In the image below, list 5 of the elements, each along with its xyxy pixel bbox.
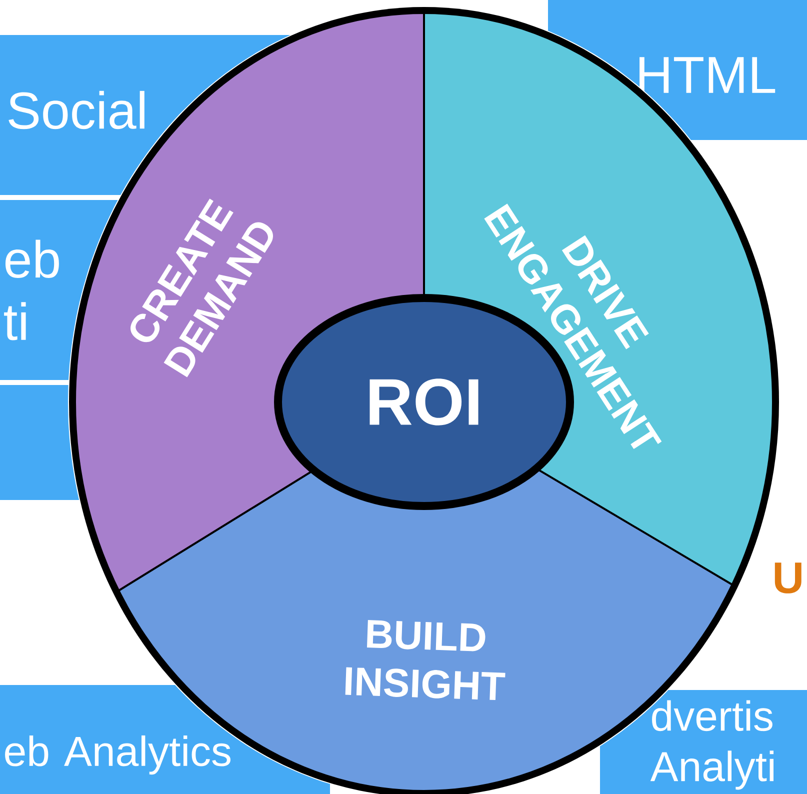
label-box: eb Analytics [0, 685, 330, 794]
label-box: Social [0, 35, 290, 195]
letter: U [774, 562, 802, 594]
label-box: HTML [548, 0, 807, 140]
label-box: eb ti [0, 200, 118, 380]
